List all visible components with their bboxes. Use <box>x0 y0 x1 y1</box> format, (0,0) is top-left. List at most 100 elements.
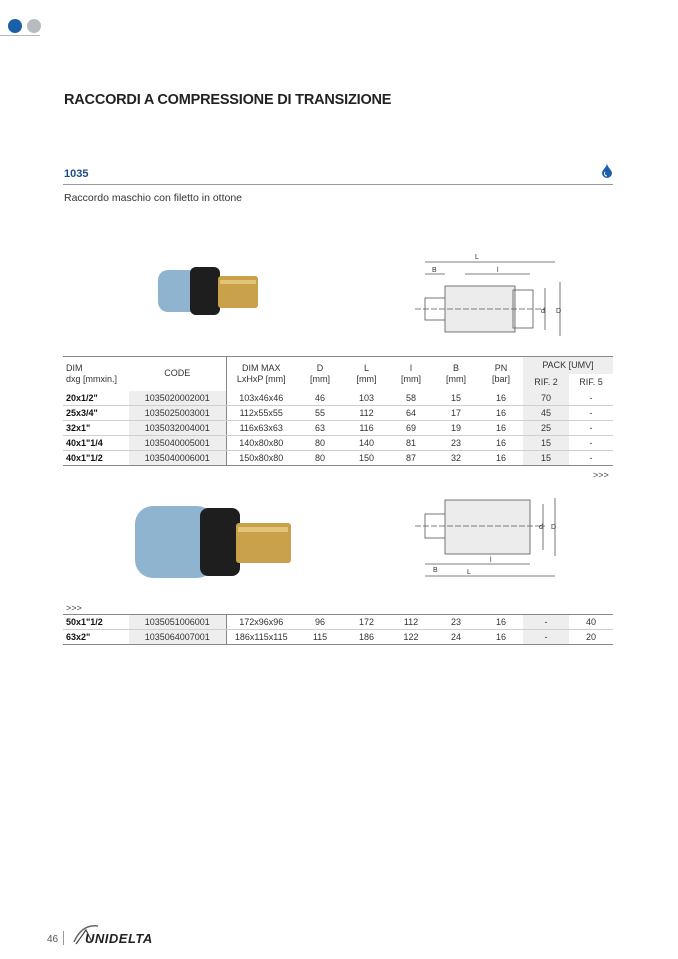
b-cell: 19 <box>433 420 479 436</box>
b-cell: 15 <box>433 390 479 406</box>
b-cell: 32 <box>433 450 479 466</box>
svg-text:B: B <box>433 567 438 574</box>
L-cell: 116 <box>344 420 389 436</box>
rif2-cell: 15 <box>523 450 569 466</box>
rif5-cell: - <box>569 405 613 421</box>
rif2-cell: - <box>523 629 569 645</box>
code-cell: 1035025003001 <box>129 405 226 421</box>
code-cell: 1035040006001 <box>129 450 226 466</box>
rif5-cell: - <box>569 450 613 466</box>
dim-max-cell: 103x46x46 <box>225 390 296 406</box>
d-cell: 46 <box>296 390 344 406</box>
pn-cell: 16 <box>479 435 523 451</box>
pn-cell: 16 <box>479 614 523 630</box>
code-cell: 1035020002001 <box>129 390 226 406</box>
dim-label-L: L <box>475 254 479 261</box>
L-cell: 172 <box>344 614 389 630</box>
rif5-cell: - <box>569 420 613 436</box>
rif5-cell: 20 <box>569 629 613 645</box>
code-cell: 1035032004001 <box>129 420 226 436</box>
L-cell: 103 <box>344 390 389 406</box>
d-cell: 96 <box>296 614 344 630</box>
unidelta-logo: UNIDELTA <box>85 931 153 946</box>
l-cell: 64 <box>389 405 433 421</box>
rif5-cell: 40 <box>569 614 613 630</box>
dim-cell: 63x2" <box>63 629 129 645</box>
dim-max-cell: 150x80x80 <box>225 450 296 466</box>
rif2-cell: 45 <box>523 405 569 421</box>
pn-cell: 16 <box>479 420 523 436</box>
nav-dot-grey[interactable] <box>27 19 41 33</box>
product-photo-large <box>130 498 300 593</box>
product-description: Raccordo maschio con filetto in ottone <box>64 192 243 204</box>
svg-text:l: l <box>497 267 499 274</box>
pn-cell: 16 <box>479 629 523 645</box>
svg-text:d: d <box>539 524 543 531</box>
svg-text:D: D <box>556 308 561 315</box>
svg-text:d: d <box>541 308 545 315</box>
L-cell: 140 <box>344 435 389 451</box>
b-cell: 17 <box>433 405 479 421</box>
L-cell: 186 <box>344 629 389 645</box>
code-cell: 1035064007001 <box>129 629 226 645</box>
top-divider <box>0 35 40 36</box>
product-photo-small <box>150 262 270 327</box>
dim-max-cell: 140x80x80 <box>225 435 296 451</box>
b-cell: 24 <box>433 629 479 645</box>
pn-cell: 16 <box>479 390 523 406</box>
l-cell: 81 <box>389 435 433 451</box>
product-code: 1035 <box>64 168 89 180</box>
l-cell: 58 <box>389 390 433 406</box>
water-drop-icon <box>602 163 612 183</box>
svg-text:L: L <box>467 569 471 576</box>
l-cell: 87 <box>389 450 433 466</box>
dim-cell: 50x1"1/2 <box>63 614 129 630</box>
dim-cell: 20x1/2" <box>63 390 129 406</box>
dim-cell: 32x1" <box>63 420 129 436</box>
section-rule <box>63 184 613 185</box>
L-cell: 112 <box>344 405 389 421</box>
continued-marker: >>> <box>66 603 82 613</box>
d-cell: 80 <box>296 450 344 466</box>
svg-text:l: l <box>490 557 492 564</box>
b-cell: 23 <box>433 435 479 451</box>
d-cell: 115 <box>296 629 344 645</box>
svg-text:B: B <box>432 267 437 274</box>
code-cell: 1035040005001 <box>129 435 226 451</box>
nav-dot-blue[interactable] <box>8 19 22 33</box>
l-cell: 112 <box>389 614 433 630</box>
rif2-cell: 70 <box>523 390 569 406</box>
d-cell: 55 <box>296 405 344 421</box>
dim-max-cell: 172x96x96 <box>225 614 296 630</box>
dim-max-cell: 112x55x55 <box>225 405 296 421</box>
d-cell: 63 <box>296 420 344 436</box>
dim-cell: 25x3/4" <box>63 405 129 421</box>
rif5-cell: - <box>569 435 613 451</box>
rif2-cell: - <box>523 614 569 630</box>
continue-marker: >>> <box>593 470 609 480</box>
rif5-cell: - <box>569 390 613 406</box>
l-cell: 69 <box>389 420 433 436</box>
l-cell: 122 <box>389 629 433 645</box>
dim-cell: 40x1"1/2 <box>63 450 129 466</box>
pn-cell: 16 <box>479 405 523 421</box>
svg-text:D: D <box>551 524 556 531</box>
unidelta-logo-swoosh <box>72 922 102 951</box>
rif2-cell: 15 <box>523 435 569 451</box>
pn-cell: 16 <box>479 450 523 466</box>
L-cell: 150 <box>344 450 389 466</box>
dim-max-cell: 116x63x63 <box>225 420 296 436</box>
rif2-cell: 25 <box>523 420 569 436</box>
page-number: 46 <box>47 934 59 945</box>
